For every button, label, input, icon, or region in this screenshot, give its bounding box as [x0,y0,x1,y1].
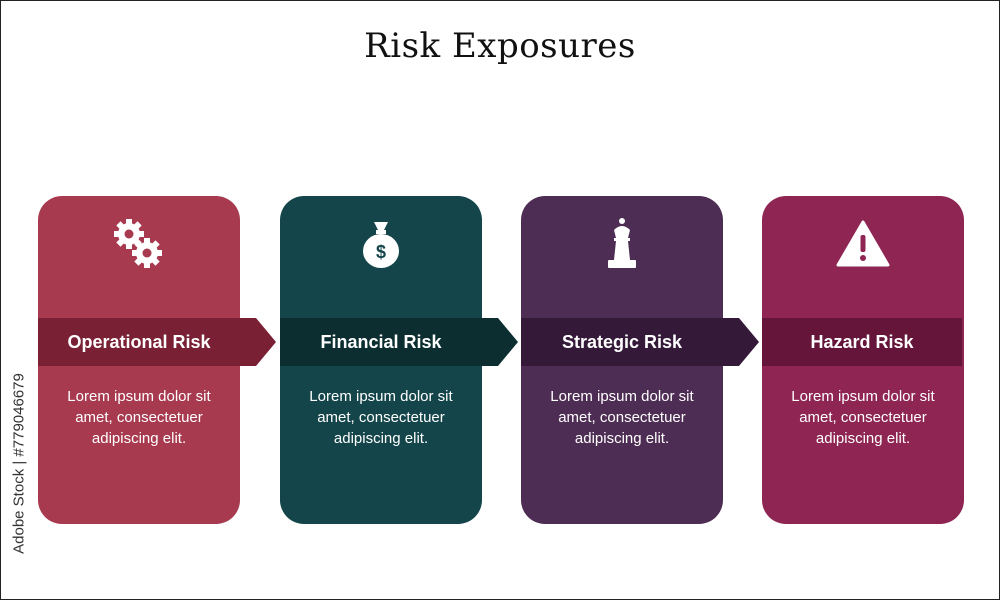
watermark: Adobe Stock | #779046679 [4,350,34,590]
band-operational-risk: Operational Risk [38,318,276,366]
desc-line: adipiscing elit. [574,430,670,447]
desc-line: amet, consectetuer [317,409,445,426]
card-description: Lorem ipsum dolor sit amet, consectetuer… [46,386,232,449]
desc-line: Lorem ipsum dolor sit [309,388,453,405]
warning-icon [762,216,964,272]
band-label: Hazard Risk [810,331,914,352]
band-label: Financial Risk [320,331,442,352]
page-title: Risk Exposures [364,26,636,66]
band-label: Operational Risk [67,331,211,352]
desc-line: Lorem ipsum dolor sit [67,388,211,405]
band-strategic-risk: Strategic Risk [521,318,759,366]
desc-line: amet, consectetuer [75,409,203,426]
band-shape [762,318,962,366]
band-financial-risk: Financial Risk [280,318,518,366]
chess-queen-icon [521,216,723,272]
money-bag-icon: $ [280,216,482,272]
card-description: Lorem ipsum dolor sit amet, consectetuer… [529,386,715,449]
desc-line: amet, consectetuer [799,409,927,426]
desc-line: Lorem ipsum dolor sit [550,388,694,405]
gears-icon [38,216,240,272]
svg-text:$: $ [376,242,386,262]
card-description: Lorem ipsum dolor sit amet, consectetuer… [288,386,474,449]
desc-line: adipiscing elit. [815,430,911,447]
band-hazard-risk: Hazard Risk [762,318,962,366]
band-label: Strategic Risk [561,331,683,352]
watermark-text: Adobe Stock | #779046679 [10,373,28,554]
arrow-shape [38,318,276,366]
desc-line: adipiscing elit. [333,430,429,447]
arrow-shape [280,318,518,366]
desc-line: Lorem ipsum dolor sit [791,388,935,405]
desc-line: amet, consectetuer [558,409,686,426]
card-description: Lorem ipsum dolor sit amet, consectetuer… [770,386,956,449]
desc-line: adipiscing elit. [91,430,187,447]
arrow-shape [521,318,759,366]
